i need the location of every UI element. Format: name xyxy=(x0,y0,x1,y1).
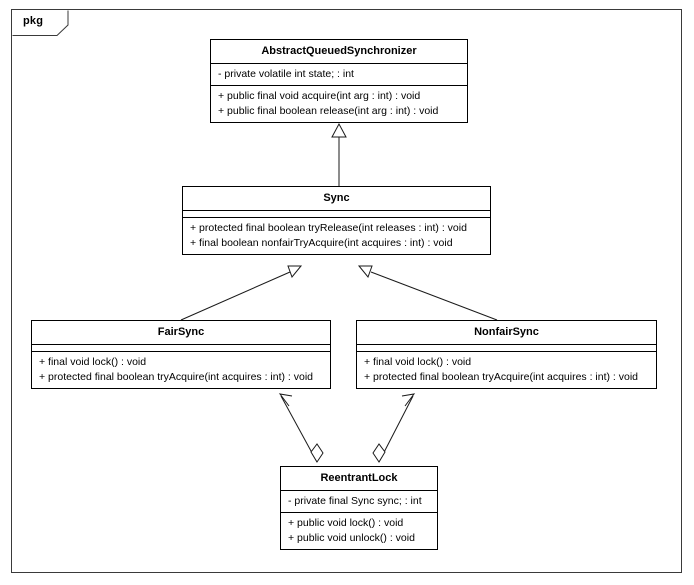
attributes-compartment: - private final Sync sync; : int xyxy=(281,491,437,513)
package-label: pkg xyxy=(23,15,44,27)
class-name: AbstractQueuedSynchronizer xyxy=(211,40,467,64)
class-box-nonfairsync[interactable]: NonfairSync + final void lock() : void +… xyxy=(356,320,657,389)
operation-row: + public void lock() : void xyxy=(288,517,404,529)
class-box-sync[interactable]: Sync + protected final boolean tryReleas… xyxy=(182,186,491,255)
operation-row: + final boolean nonfairTryAcquire(int ac… xyxy=(190,237,453,249)
class-name: Sync xyxy=(183,187,490,211)
attribute-row: - private volatile int state; : int xyxy=(218,68,354,80)
attributes-compartment xyxy=(32,345,330,352)
operation-row: + protected final boolean tryAcquire(int… xyxy=(364,371,639,383)
attributes-compartment xyxy=(183,211,490,218)
operations-compartment: + public final void acquire(int arg : in… xyxy=(211,86,467,122)
attributes-compartment: - private volatile int state; : int xyxy=(211,64,467,86)
attribute-row: - private final Sync sync; : int xyxy=(288,495,422,507)
operations-compartment: + public void lock() : void + public voi… xyxy=(281,513,437,549)
class-name: ReentrantLock xyxy=(281,467,437,491)
package-tab: pkg xyxy=(11,9,69,36)
attributes-compartment xyxy=(357,345,656,352)
operations-compartment: + protected final boolean tryRelease(int… xyxy=(183,218,490,254)
class-box-abstractqueuedsynchronizer[interactable]: AbstractQueuedSynchronizer - private vol… xyxy=(210,39,468,123)
operations-compartment: + final void lock() : void + protected f… xyxy=(357,352,656,388)
class-name: FairSync xyxy=(32,321,330,345)
class-box-reentrantlock[interactable]: ReentrantLock - private final Sync sync;… xyxy=(280,466,438,550)
operation-row: + protected final boolean tryRelease(int… xyxy=(190,222,467,234)
operation-row: + public void unlock() : void xyxy=(288,532,415,544)
operation-row: + public final void acquire(int arg : in… xyxy=(218,90,421,102)
package-tab-shape xyxy=(12,10,69,36)
operation-row: + public final boolean release(int arg :… xyxy=(218,105,439,117)
operation-row: + final void lock() : void xyxy=(39,356,147,368)
operation-row: + final void lock() : void xyxy=(364,356,472,368)
class-name: NonfairSync xyxy=(357,321,656,345)
class-box-fairsync[interactable]: FairSync + final void lock() : void + pr… xyxy=(31,320,331,389)
operations-compartment: + final void lock() : void + protected f… xyxy=(32,352,330,388)
operation-row: + protected final boolean tryAcquire(int… xyxy=(39,371,314,383)
